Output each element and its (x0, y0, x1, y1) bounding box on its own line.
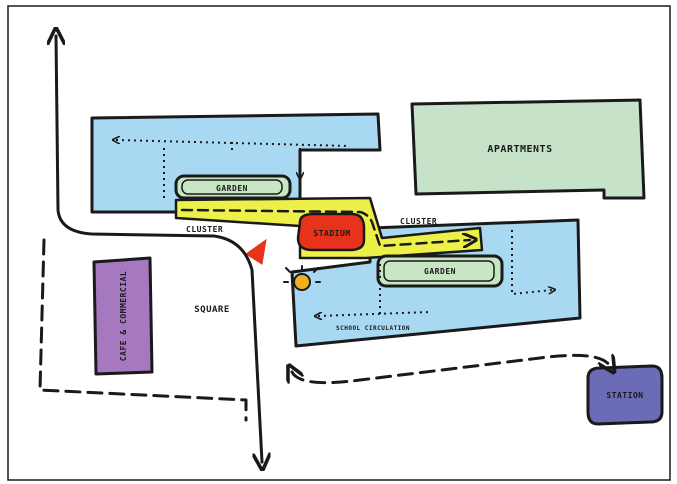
cluster-left-label: CLUSTER (186, 225, 223, 234)
pedestrian-route-left (38, 238, 248, 422)
garden-top-label: GARDEN (216, 184, 248, 193)
cluster-right-label: CLUSTER (400, 217, 437, 226)
stadium (296, 212, 366, 252)
frame-border (7, 5, 671, 481)
square-label: SQUARE (194, 305, 230, 315)
sun-icon (283, 265, 321, 291)
circulation-top-block (116, 140, 351, 200)
main-road-line (56, 36, 262, 462)
circulation-bottom-block (318, 230, 552, 316)
school-circulation-label: SCHOOL CIRCULATION (336, 325, 410, 332)
cafe-label: CAFE & COMMERCIAL (119, 271, 128, 361)
cluster-route (180, 208, 470, 246)
apartments-block (410, 98, 646, 200)
apartments-label: APARTMENTS (487, 144, 552, 155)
stadium-label: STADIUM (313, 229, 350, 238)
pedestrian-route-station (292, 355, 610, 385)
garden-bottom-inner (383, 260, 495, 282)
garden-bottom-label: GARDEN (424, 267, 456, 276)
station-label: STATION (606, 391, 643, 400)
